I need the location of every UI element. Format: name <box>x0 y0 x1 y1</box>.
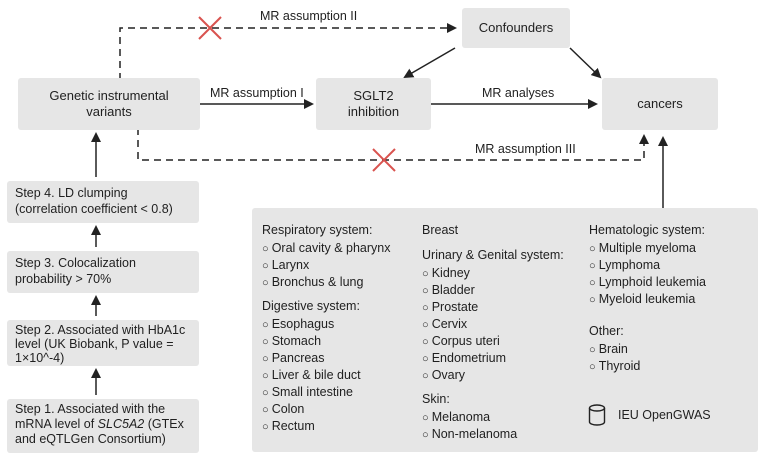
breast-title: Breast <box>422 223 459 237</box>
list-item: Pancreas <box>262 350 412 367</box>
sglt2-node: SGLT2 inhibition <box>316 78 431 130</box>
assumption-1-label: MR assumption I <box>210 86 304 100</box>
list-item: Lymphoid leukemia <box>589 274 754 291</box>
confounders-label: Confounders <box>478 20 554 35</box>
step-4-text: Step 4. LD clumping (correlation coeffic… <box>15 186 173 216</box>
list-item: Lymphoma <box>589 257 754 274</box>
list-item: Bronchus & lung <box>262 274 412 291</box>
cross-icon-assumption-3 <box>372 148 396 172</box>
list-item: Endometrium <box>422 350 582 367</box>
list-item: Ovary <box>422 367 582 384</box>
list-item: Larynx <box>262 257 412 274</box>
step-1-gene: SLC5A2 <box>97 417 145 431</box>
step-2-box: Step 2. Associated with HbA1c level (UK … <box>7 320 199 366</box>
list-item: Liver & bile duct <box>262 367 412 384</box>
sglt2-label: SGLT2 inhibition <box>347 88 400 119</box>
analyses-label: MR analyses <box>482 86 555 100</box>
step-1-text-after: (GTEx and eQTLGen Consortium) <box>15 417 184 446</box>
list-item: Multiple myeloma <box>589 240 754 257</box>
step-1-box: Step 1. Associated with the mRNA level o… <box>7 399 199 453</box>
list-item: Brain <box>589 341 754 358</box>
step-3-text: Step 3. Colocalization probability > 70% <box>15 256 136 286</box>
list-item: Melanoma <box>422 409 582 426</box>
column-hematologic-other: Hematologic system: Multiple myeloma Lym… <box>589 222 754 375</box>
assumption-2-label: MR assumption II <box>260 9 358 23</box>
list-item: Non-melanoma <box>422 426 582 443</box>
list-item: Esophagus <box>262 316 412 333</box>
confounders-node: Confounders <box>462 8 570 48</box>
data-source-label: IEU OpenGWAS <box>618 408 711 422</box>
list-item: Cervix <box>422 316 582 333</box>
step-4-box: Step 4. LD clumping (correlation coeffic… <box>7 181 199 223</box>
urinary-title: Urinary & Genital system: <box>422 248 564 262</box>
respiratory-title: Respiratory system: <box>262 223 373 237</box>
column-respiratory-digestive: Respiratory system: Oral cavity & pharyn… <box>262 222 412 435</box>
list-item: Thyroid <box>589 358 754 375</box>
list-item: Bladder <box>422 282 582 299</box>
confounder-to-sglt2-edge <box>403 47 456 79</box>
step-1-text-before: Step 1. Associated with the mRNA level o… <box>15 402 166 431</box>
digestive-title: Digestive system: <box>262 299 360 313</box>
list-item: Prostate <box>422 299 582 316</box>
hematologic-title: Hematologic system: <box>589 223 706 237</box>
step-2-text: Step 2. Associated with HbA1c level (UK … <box>15 323 186 365</box>
list-item: Small intestine <box>262 384 412 401</box>
list-item: Rectum <box>262 418 412 435</box>
other-title: Other: <box>589 324 624 338</box>
assumption-3-edge <box>137 128 649 161</box>
genetic-instruments-label: Genetic instrumental variants <box>49 88 169 119</box>
column-breast-urinary-skin: Breast Urinary & Genital system: Kidney … <box>422 222 582 443</box>
step-3-box: Step 3. Colocalization probability > 70% <box>7 251 199 293</box>
list-item: Oral cavity & pharynx <box>262 240 412 257</box>
genetic-instruments-node: Genetic instrumental variants <box>18 78 200 130</box>
confounder-to-cancers-edge <box>569 47 602 79</box>
cancers-label: cancers <box>637 96 683 111</box>
assumption-3-label: MR assumption III <box>475 142 576 156</box>
cross-icon-assumption-2 <box>198 16 222 40</box>
list-item: Colon <box>262 401 412 418</box>
assumption-2-edge <box>119 23 457 80</box>
skin-title: Skin: <box>422 392 450 406</box>
data-source: IEU OpenGWAS <box>588 404 711 426</box>
list-item: Kidney <box>422 265 582 282</box>
list-item: Corpus uteri <box>422 333 582 350</box>
list-item: Myeloid leukemia <box>589 291 754 308</box>
list-item: Stomach <box>262 333 412 350</box>
database-icon <box>588 404 606 426</box>
cancers-node: cancers <box>602 78 718 130</box>
